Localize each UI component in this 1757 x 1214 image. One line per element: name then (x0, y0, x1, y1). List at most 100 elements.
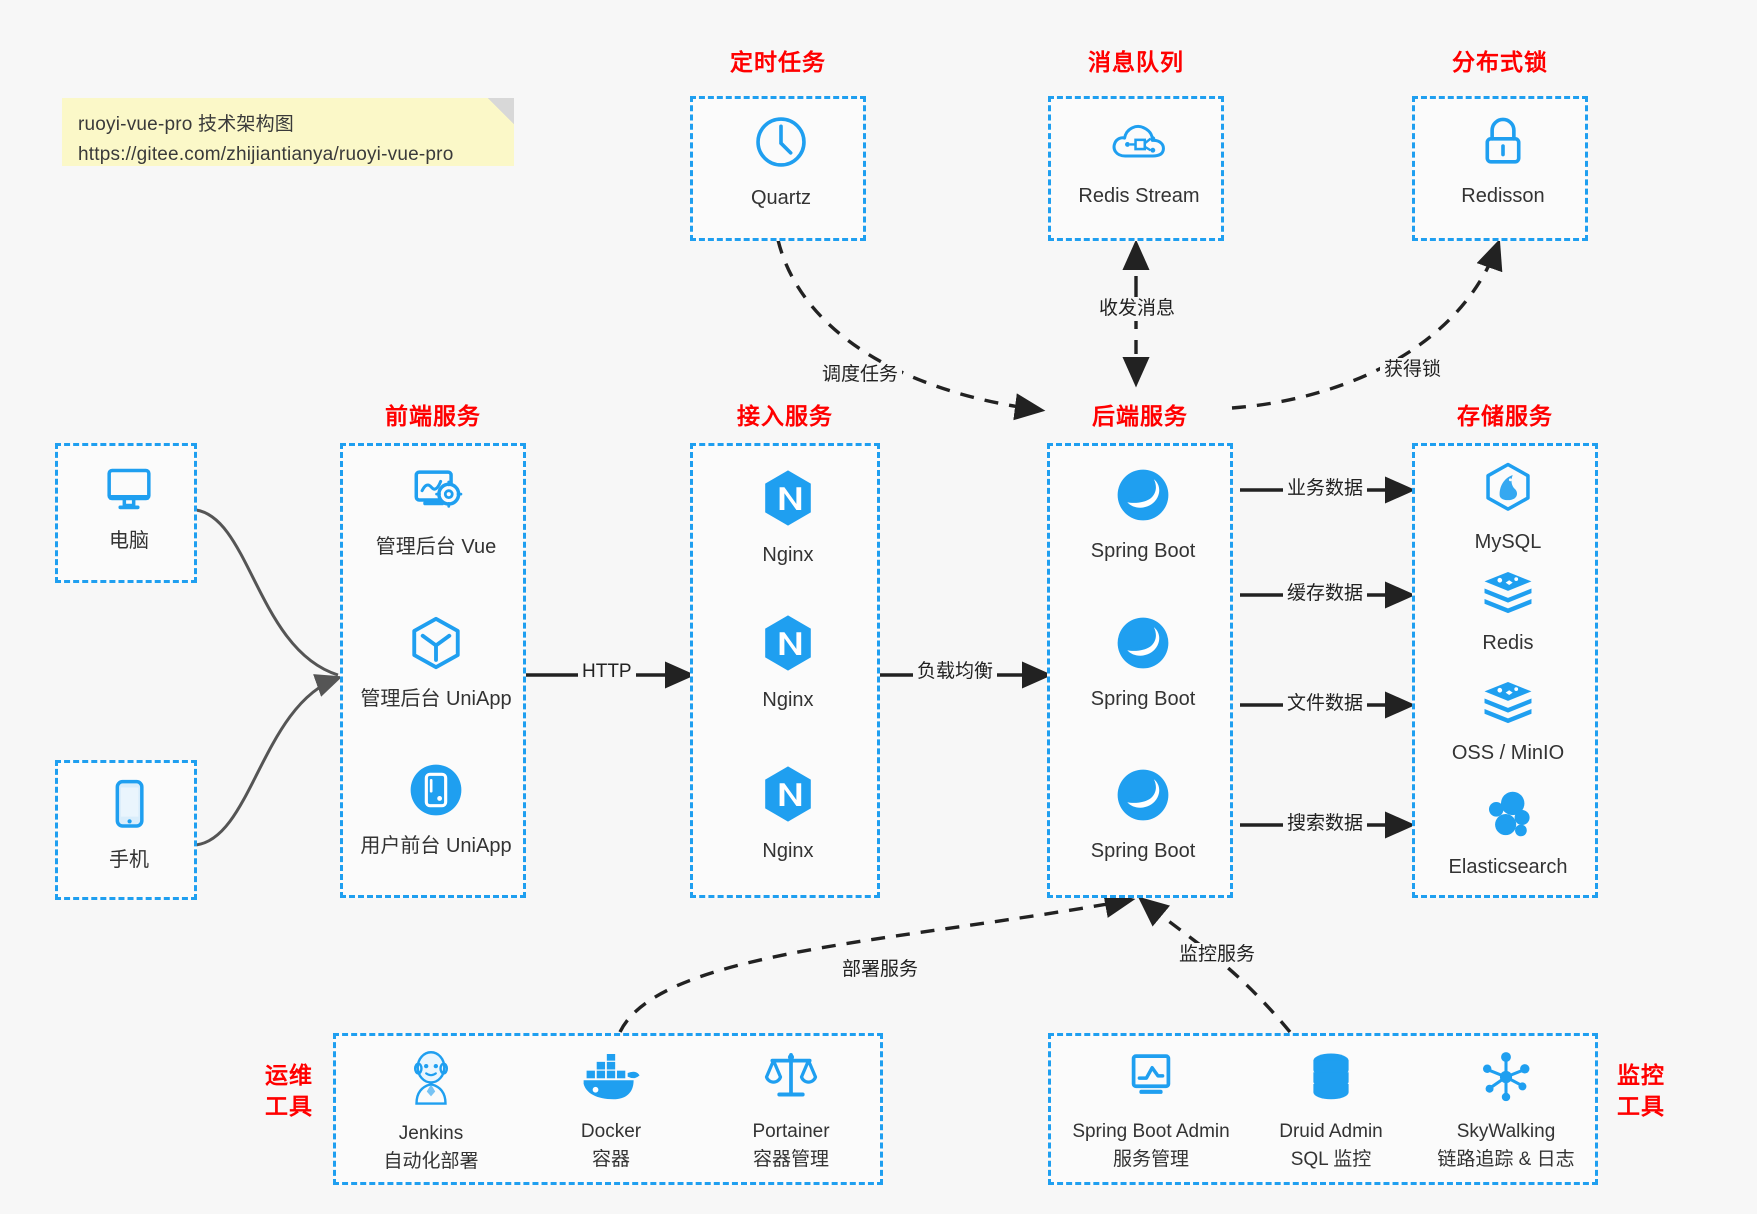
monitor-chart-icon (1122, 1050, 1180, 1109)
edge-label-business-data: 业务数据 (1283, 477, 1368, 501)
note-fold-icon (488, 98, 514, 124)
node-spring-boot-admin[interactable]: Spring Boot Admin 服务管理 (1061, 1050, 1241, 1173)
node-label: OSS / MinIO (1451, 742, 1565, 764)
node-sublabel: SQL 监控 (1290, 1149, 1372, 1170)
node-skywalking[interactable]: SkyWalking 链路追踪 & 日志 (1416, 1050, 1596, 1173)
scales-icon (763, 1050, 819, 1109)
node-label: Quartz (750, 187, 812, 209)
edge-label-search-data: 搜索数据 (1283, 812, 1368, 836)
redis-icon (1481, 568, 1535, 621)
node-label: Redisson (1461, 185, 1545, 207)
edge-label-http: HTTP (578, 660, 636, 684)
node-label: Spring Boot (1090, 688, 1196, 710)
node-sublabel: 服务管理 (1112, 1149, 1189, 1170)
node-label: 管理后台 UniApp (360, 688, 512, 710)
group-device-pc: 电脑 (55, 443, 197, 583)
group-title-lock: 分布式锁 (1452, 49, 1548, 75)
diagram-note: ruoyi-vue-pro 技术架构图 https://gitee.com/zh… (62, 98, 514, 166)
nginx-icon (761, 468, 815, 533)
nginx-icon (761, 764, 815, 829)
node-admin-vue[interactable]: 管理后台 Vue (343, 466, 529, 561)
edge-label-monitor-service: 监控服务 (1175, 943, 1260, 967)
group-gateway: Nginx Nginx Nginx (690, 443, 880, 898)
node-spring-boot-3[interactable]: Spring Boot (1050, 766, 1236, 865)
node-label: 手机 (109, 849, 149, 871)
node-redis-stream[interactable]: Redis Stream (1051, 113, 1227, 210)
node-label: 电脑 (109, 530, 149, 552)
spring-boot-icon (1114, 766, 1172, 829)
edge-label-schedule-task: 调度任务 (818, 363, 903, 387)
node-label: Nginx (762, 544, 814, 566)
node-label: Jenkins (398, 1123, 464, 1144)
dashboard-gear-icon (407, 466, 465, 525)
node-elasticsearch[interactable]: Elasticsearch (1415, 788, 1601, 881)
group-title-devops-line2: 工具 (265, 1093, 313, 1119)
node-label: Nginx (762, 840, 814, 862)
node-nginx-2[interactable]: Nginx (693, 613, 883, 714)
group-lock: Redisson (1412, 96, 1588, 241)
node-label: Portainer (752, 1121, 830, 1142)
node-oss-minio[interactable]: OSS / MinIO (1415, 678, 1601, 767)
node-nginx-1[interactable]: Nginx (693, 468, 883, 569)
node-label: Spring Boot Admin (1072, 1121, 1230, 1142)
node-mysql[interactable]: MySQL (1415, 461, 1601, 556)
group-backend: Spring Boot Spring Boot Spring Boot (1047, 443, 1233, 898)
node-label: Docker (580, 1121, 642, 1142)
cloud-network-icon (1109, 113, 1169, 174)
node-user-uniapp[interactable]: 用户前台 UniApp (343, 761, 529, 860)
edge-label-file-data: 文件数据 (1283, 692, 1368, 716)
group-scheduler: Quartz (690, 96, 866, 241)
node-portainer[interactable]: Portainer 容器管理 (706, 1050, 876, 1173)
node-pc[interactable]: 电脑 (58, 462, 200, 555)
group-title-monitor-line2: 工具 (1617, 1093, 1665, 1119)
docker-icon (580, 1053, 642, 1109)
node-redis[interactable]: Redis (1415, 568, 1601, 657)
node-sublabel: 链路追踪 & 日志 (1437, 1149, 1575, 1170)
group-device-mobile: 手机 (55, 760, 197, 900)
node-docker[interactable]: Docker 容器 (526, 1053, 696, 1173)
group-title-mq: 消息队列 (1088, 49, 1184, 75)
node-spring-boot-1[interactable]: Spring Boot (1050, 466, 1236, 565)
node-spring-boot-2[interactable]: Spring Boot (1050, 614, 1236, 713)
node-sublabel: 自动化部署 (383, 1151, 479, 1172)
group-title-backend: 后端服务 (1092, 403, 1188, 429)
node-label: Redis (1482, 632, 1534, 654)
node-label: Nginx (762, 689, 814, 711)
node-mobile[interactable]: 手机 (58, 777, 200, 874)
edge-label-send-receive-message: 收发消息 (1095, 297, 1180, 321)
group-title-scheduler: 定时任务 (730, 49, 826, 75)
node-label: Druid Admin (1279, 1121, 1383, 1142)
node-label: SkyWalking (1456, 1121, 1556, 1142)
node-label: Redis Stream (1078, 185, 1200, 207)
group-monitor: Spring Boot Admin 服务管理 Druid Admin SQL 监… (1048, 1033, 1598, 1185)
group-title-monitor: 监控 工具 (1610, 1060, 1672, 1122)
note-url: https://gitee.com/zhijiantianya/ruoyi-vu… (78, 144, 454, 165)
elasticsearch-icon (1481, 788, 1535, 845)
node-redisson[interactable]: Redisson (1415, 111, 1591, 210)
mobile-circle-icon (407, 761, 465, 824)
node-admin-uniapp[interactable]: 管理后台 UniApp (343, 614, 529, 713)
monitor-icon (101, 462, 157, 519)
redis-icon (1481, 678, 1535, 731)
node-jenkins[interactable]: Jenkins 自动化部署 (346, 1048, 516, 1175)
group-frontend: 管理后台 Vue 管理后台 UniApp 用户前台 UniApp (340, 443, 526, 898)
group-devops: Jenkins 自动化部署 Docker 容器 (333, 1033, 883, 1185)
node-label: Spring Boot (1090, 540, 1196, 562)
spring-boot-icon (1114, 614, 1172, 677)
database-icon (1305, 1050, 1357, 1109)
group-title-gateway: 接入服务 (737, 403, 833, 429)
node-quartz[interactable]: Quartz (693, 113, 869, 212)
hexagon-cube-icon (407, 614, 465, 677)
group-mq: Redis Stream (1048, 96, 1224, 241)
node-label: Elasticsearch (1448, 856, 1568, 878)
node-druid-admin[interactable]: Druid Admin SQL 监控 (1251, 1050, 1411, 1173)
edge-label-cache-data: 缓存数据 (1283, 582, 1368, 606)
group-title-frontend: 前端服务 (385, 403, 481, 429)
edge-label-deploy-service: 部署服务 (838, 958, 923, 982)
node-label: 用户前台 UniApp (360, 835, 512, 857)
note-title: ruoyi-vue-pro 技术架构图 (78, 114, 295, 135)
edge-label-load-balance: 负载均衡 (913, 660, 998, 684)
node-nginx-3[interactable]: Nginx (693, 764, 883, 865)
padlock-icon (1474, 111, 1532, 174)
